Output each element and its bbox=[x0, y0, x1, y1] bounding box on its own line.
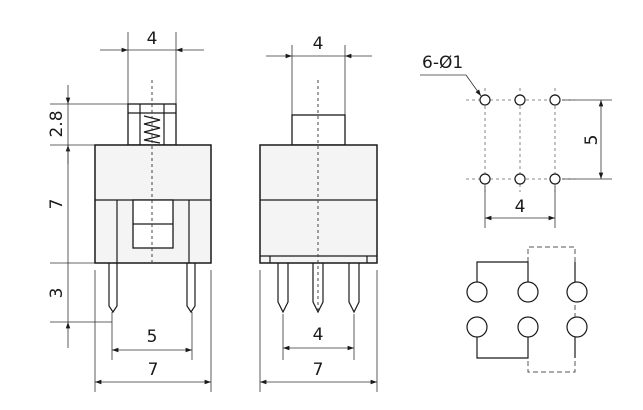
side-dim-body-width: 7 bbox=[313, 360, 324, 380]
front-pin-left bbox=[108, 263, 118, 314]
footprint-hole bbox=[514, 94, 526, 106]
callout-arrow bbox=[465, 74, 482, 97]
side-body bbox=[259, 144, 378, 264]
pin-schematic bbox=[466, 246, 588, 373]
side-view: 4 4 7 bbox=[259, 34, 378, 392]
front-dim-pin-length: 3 bbox=[47, 288, 67, 299]
schematic-pad bbox=[566, 281, 588, 303]
switch-dashed-box bbox=[527, 246, 576, 373]
side-dim-pin-spacing: 4 bbox=[313, 325, 324, 345]
footprint-hole bbox=[549, 94, 561, 106]
footprint-hole bbox=[549, 173, 561, 185]
side-pin-right bbox=[348, 263, 360, 314]
front-pin-right bbox=[186, 263, 196, 314]
front-dim-cap-height: 2.8 bbox=[47, 110, 67, 137]
footprint-dim-column-spacing: 4 bbox=[515, 197, 526, 217]
pcb-footprint: 6-Ø1 5 4 bbox=[420, 53, 612, 228]
front-dim-top-width: 4 bbox=[147, 29, 158, 49]
schematic-pad bbox=[566, 316, 588, 338]
connection-line-bottom bbox=[476, 335, 529, 359]
footprint-hole bbox=[479, 94, 491, 106]
footprint-hole bbox=[514, 173, 526, 185]
side-dim-top-width: 4 bbox=[313, 34, 324, 54]
front-dim-body-height: 7 bbox=[47, 199, 67, 210]
front-view: 4 2.8 7 3 5 7 bbox=[47, 29, 212, 392]
side-pin-middle bbox=[312, 263, 324, 314]
schematic-pad bbox=[517, 281, 539, 303]
connection-line-top bbox=[476, 261, 529, 284]
front-dim-body-width: 7 bbox=[148, 360, 159, 380]
schematic-pad bbox=[466, 281, 488, 303]
footprint-dim-row-spacing: 5 bbox=[582, 135, 602, 146]
side-pin-left bbox=[277, 263, 289, 314]
schematic-pad bbox=[466, 316, 488, 338]
front-dim-pin-spacing: 5 bbox=[147, 327, 158, 347]
hole-spec-label: 6-Ø1 bbox=[422, 53, 463, 73]
footprint-hole bbox=[479, 173, 491, 185]
schematic-pad bbox=[517, 316, 539, 338]
